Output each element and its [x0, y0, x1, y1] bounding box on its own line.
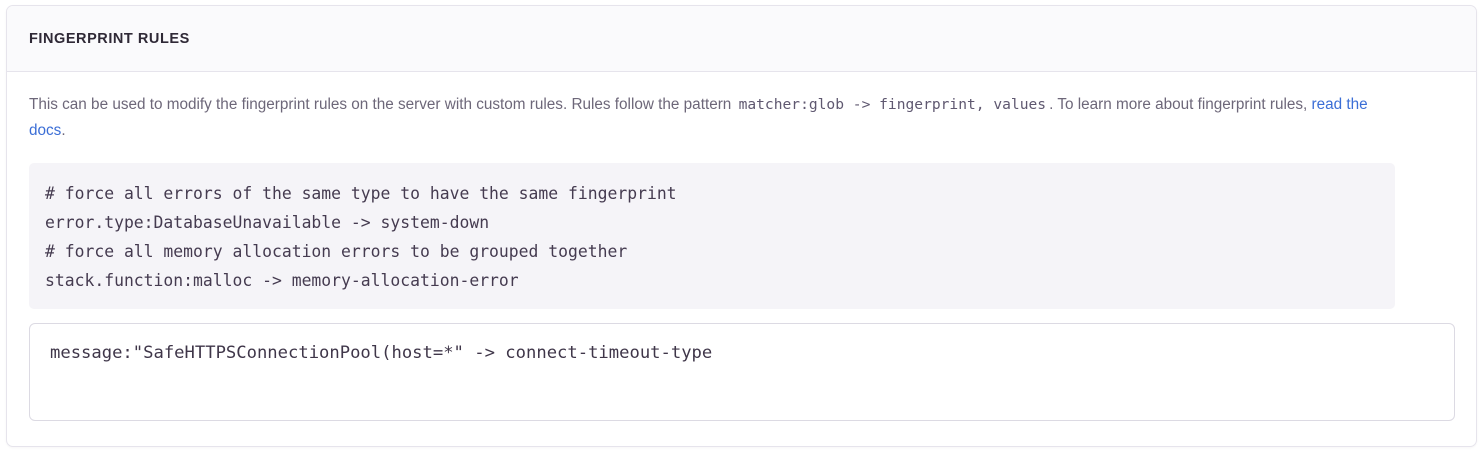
fingerprint-rules-input[interactable] — [29, 323, 1455, 421]
read-the-docs-link[interactable]: read the docs — [29, 96, 1368, 139]
panel-body: This can be used to modify the fingerpri… — [7, 72, 1476, 421]
fingerprint-rules-panel: FINGERPRINT RULES This can be used to mo… — [6, 5, 1477, 447]
panel-header: FINGERPRINT RULES — [7, 6, 1476, 72]
inline-code-pattern: matcher:glob -> fingerprint, values — [738, 96, 1047, 113]
description-lead: This can be used to modify the fingerpri… — [29, 96, 736, 113]
description-middle: . To learn more about fingerprint rules, — [1049, 96, 1312, 113]
example-rules-code-block: # force all errors of the same type to h… — [29, 163, 1395, 309]
description-trailing-period: . — [61, 122, 66, 139]
page-title: FINGERPRINT RULES — [29, 30, 190, 47]
description-text: This can be used to modify the fingerpri… — [29, 92, 1377, 144]
